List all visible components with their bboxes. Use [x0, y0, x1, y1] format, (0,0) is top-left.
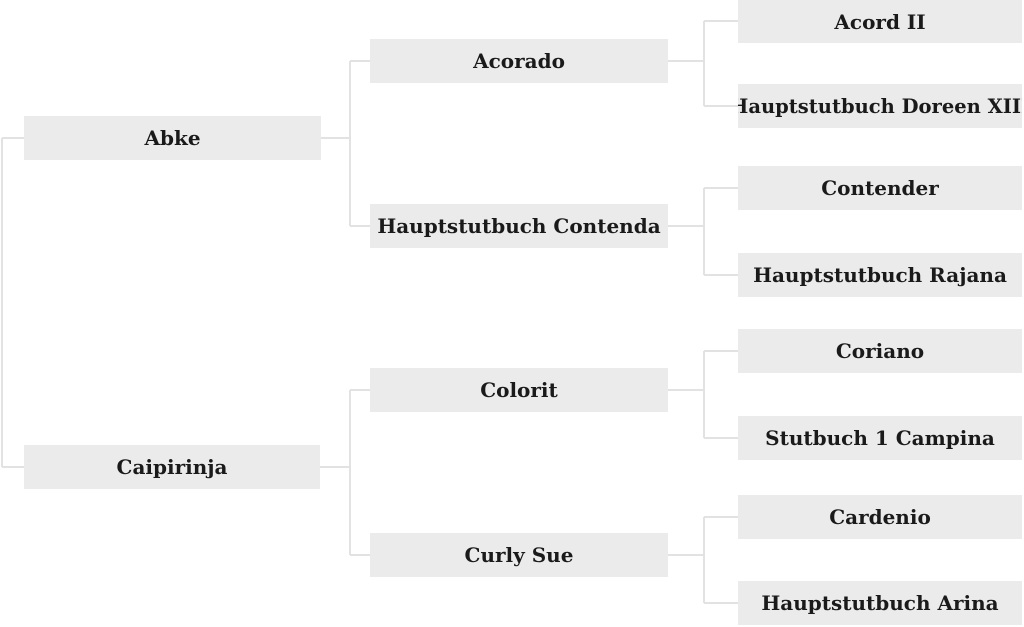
sire-node: Abke: [24, 116, 321, 160]
ancestor-node-8: Hauptstutbuch Arina: [738, 581, 1022, 625]
ancestor-node-5: Coriano: [738, 329, 1022, 373]
ancestor-node-6: Stutbuch 1 Campina: [738, 416, 1022, 460]
dam-sire-node: Colorit: [370, 368, 668, 412]
sire-dam-node: Hauptstutbuch Contenda: [370, 204, 668, 248]
ancestor-node-7: Cardenio: [738, 495, 1022, 539]
sire-sire-node: Acorado: [370, 39, 668, 83]
ancestor-node-4: Hauptstutbuch Rajana: [738, 253, 1022, 297]
ancestor-node-2: Hauptstutbuch Doreen XIII: [738, 84, 1022, 128]
dam-dam-node: Curly Sue: [370, 533, 668, 577]
ancestor-node-1: Acord II: [738, 0, 1022, 43]
dam-node: Caipirinja: [24, 445, 320, 489]
ancestor-node-3: Contender: [738, 166, 1022, 210]
